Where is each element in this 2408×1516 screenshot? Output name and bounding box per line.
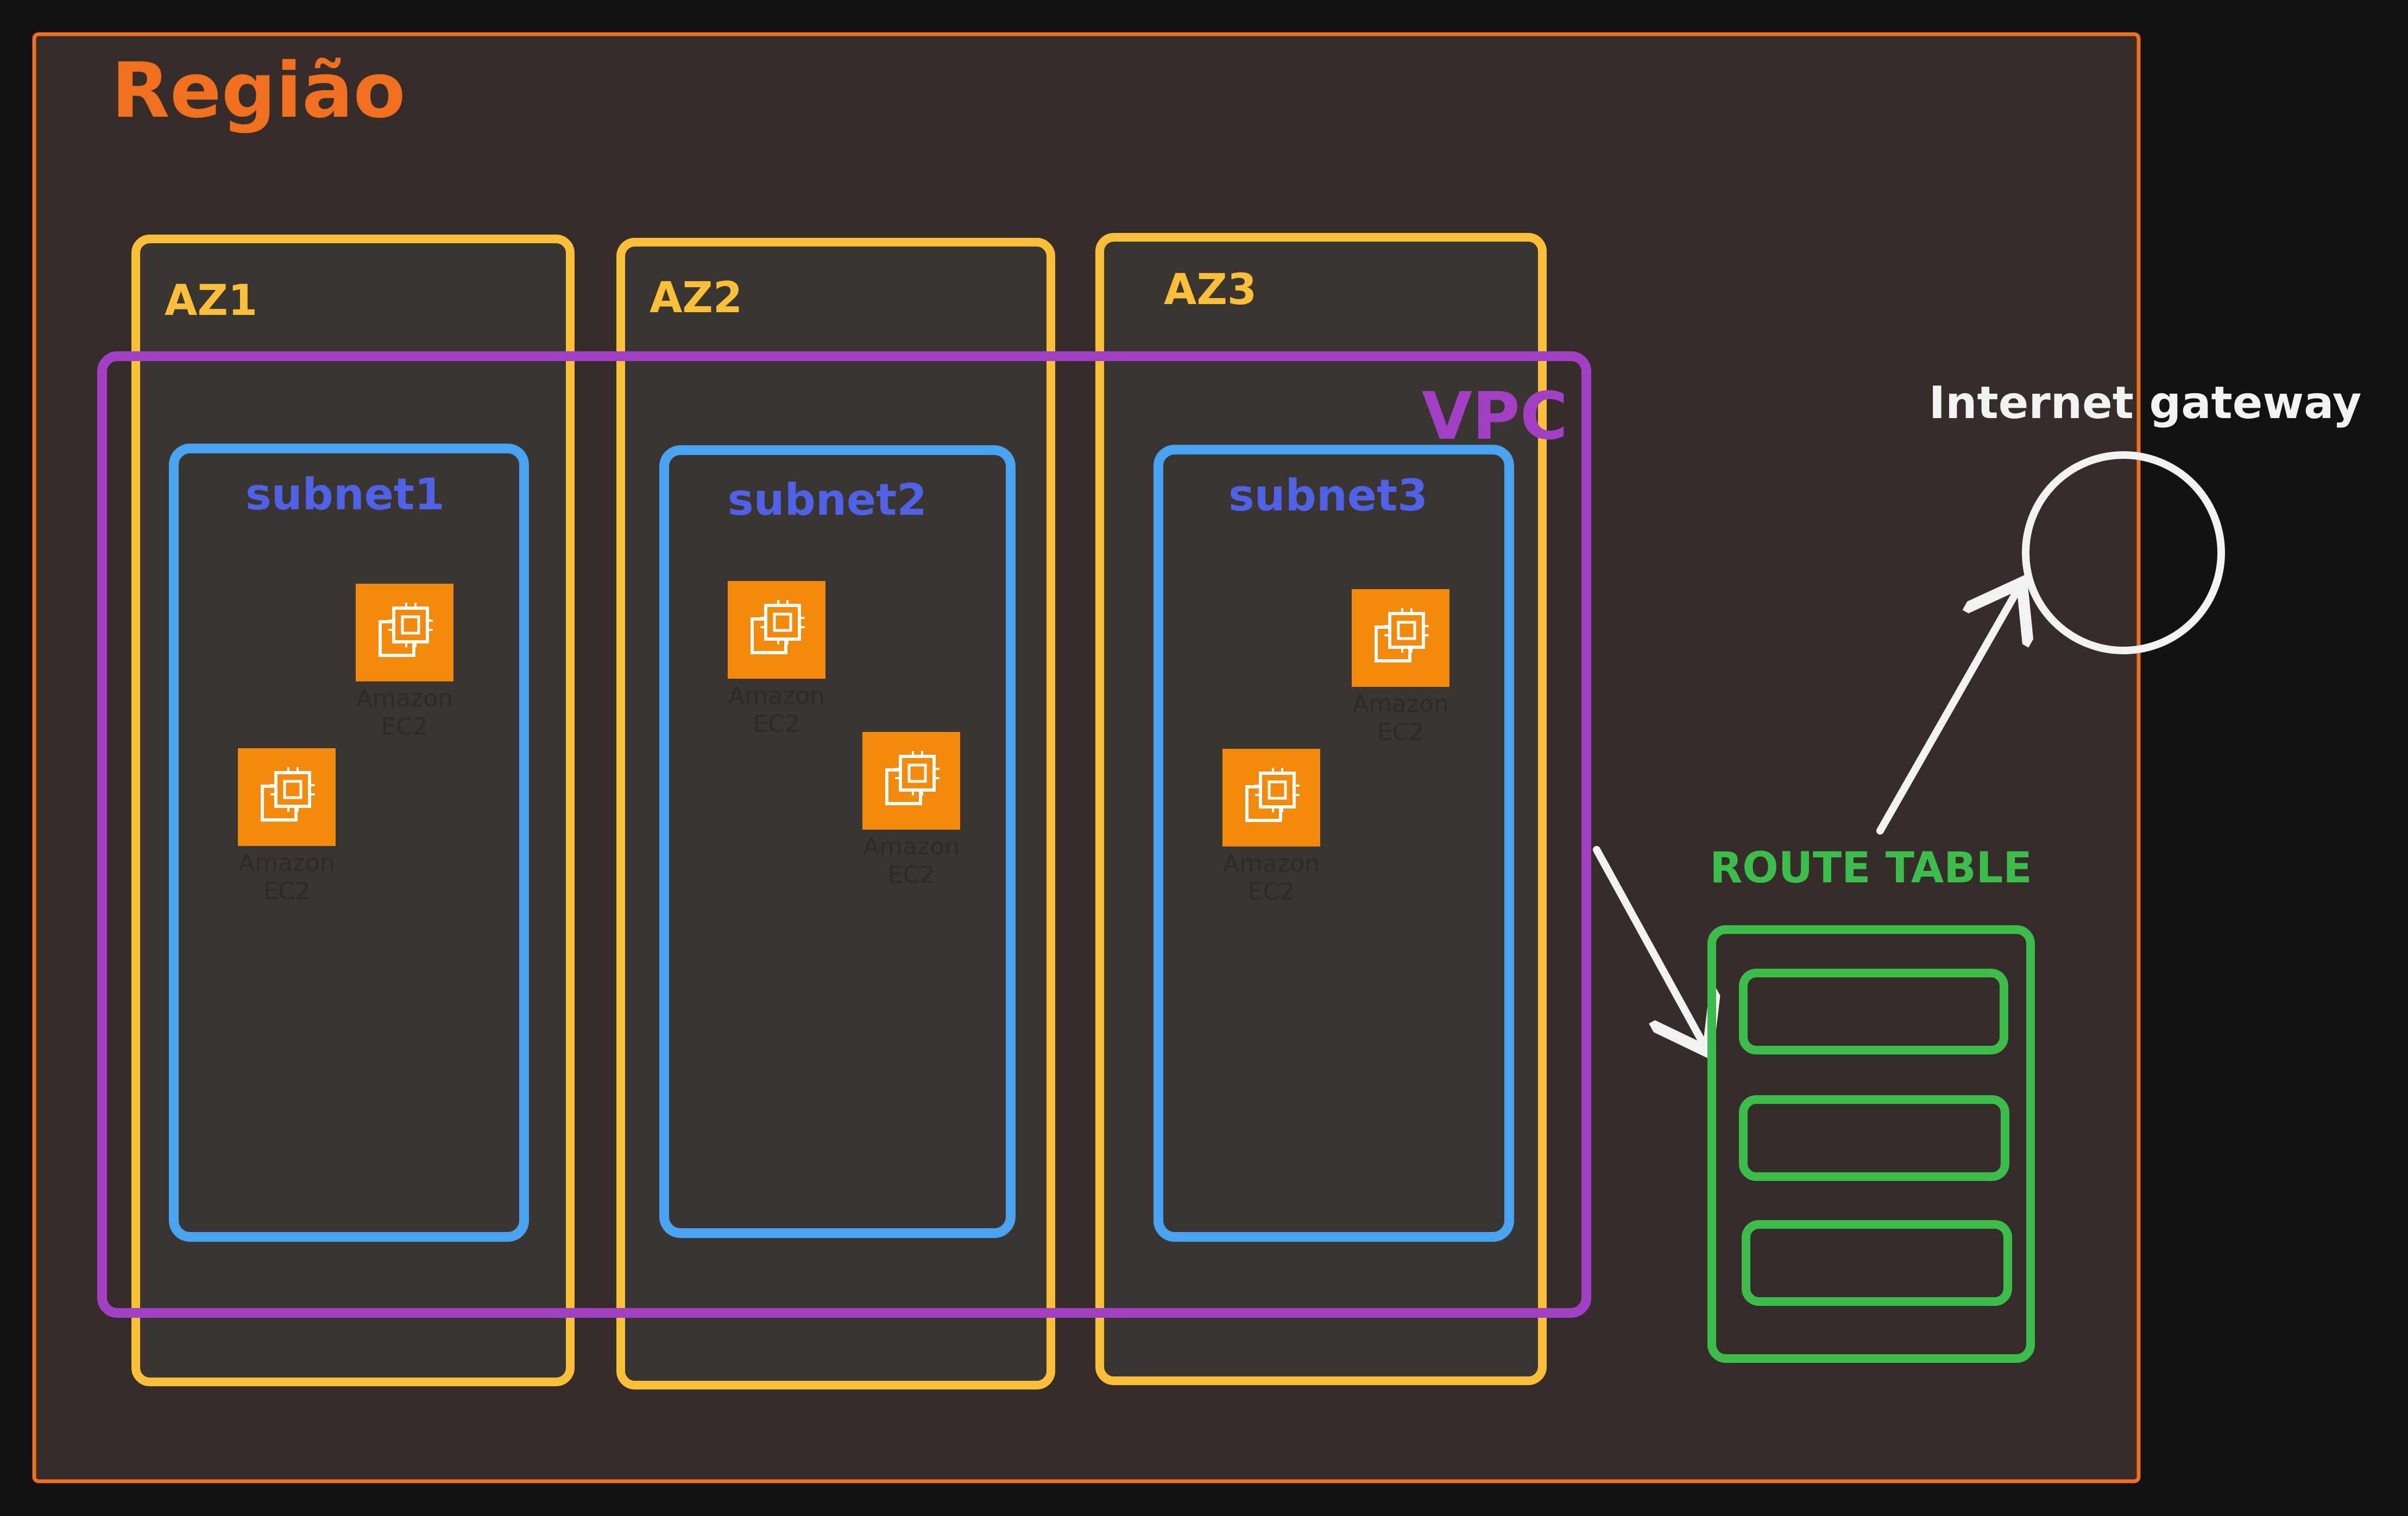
ec2-chip-icon <box>1352 589 1449 687</box>
ec2-label-line2: EC2 <box>1248 878 1295 906</box>
route-table-entry <box>1742 1220 2012 1306</box>
ec2-instance: Amazon EC2 <box>728 581 825 738</box>
ec2-instance: Amazon EC2 <box>1352 589 1449 746</box>
ec2-chip-icon <box>238 748 336 846</box>
ec2-label-line1: Amazon <box>1223 850 1320 877</box>
az3-label: AZ3 <box>1164 266 1257 314</box>
ec2-chip-icon <box>1222 749 1320 847</box>
ec2-chip-icon <box>356 584 453 681</box>
ec2-instance: Amazon EC2 <box>238 748 336 905</box>
ec2-label-line2: EC2 <box>753 710 800 738</box>
az1-box <box>131 235 575 1386</box>
ec2-instance: Amazon EC2 <box>862 732 960 889</box>
ec2-label-line1: Amazon <box>238 849 335 877</box>
ec2-label-line1: Amazon <box>356 685 453 712</box>
route-table-label: ROUTE TABLE <box>1710 844 2032 893</box>
ec2-label-line2: EC2 <box>888 861 935 889</box>
ec2-label-line2: EC2 <box>381 713 428 741</box>
internet-gateway-circle <box>2022 451 2225 654</box>
ec2-label-line1: Amazon <box>728 682 825 710</box>
ec2-label-line2: EC2 <box>1377 718 1424 746</box>
subnet3-box <box>1153 445 1514 1242</box>
subnet1-label: subnet1 <box>245 469 445 520</box>
ec2-instance: Amazon EC2 <box>356 584 453 741</box>
az2-box <box>616 238 1055 1389</box>
az1-label: AZ1 <box>165 276 257 325</box>
route-table-to-gateway-arrow <box>1876 589 2018 835</box>
subnet2-label: subnet2 <box>728 475 927 525</box>
route-table-box <box>1707 925 2035 1363</box>
ec2-label-line1: Amazon <box>1352 690 1449 718</box>
ec2-label-line2: EC2 <box>263 877 311 905</box>
az2-label: AZ2 <box>650 274 742 323</box>
ec2-instance: Amazon EC2 <box>1222 749 1320 906</box>
internet-gateway-label: Internet gateway <box>1929 377 2362 429</box>
vpc-label: VPC <box>1422 379 1568 454</box>
subnet3-label: subnet3 <box>1228 470 1428 521</box>
vpc-box <box>97 351 1591 1318</box>
ec2-chip-icon <box>862 732 960 830</box>
region-label: Região <box>111 47 406 135</box>
subnet1-box <box>169 444 529 1242</box>
subnet2-box <box>659 445 1016 1238</box>
route-table-entry <box>1739 969 2008 1054</box>
ec2-chip-icon <box>728 581 825 679</box>
route-table-entry <box>1739 1095 2009 1181</box>
vpc-to-route-table-arrow <box>1593 846 1704 1045</box>
ec2-label-line1: Amazon <box>863 833 960 861</box>
az3-box <box>1095 233 1547 1385</box>
